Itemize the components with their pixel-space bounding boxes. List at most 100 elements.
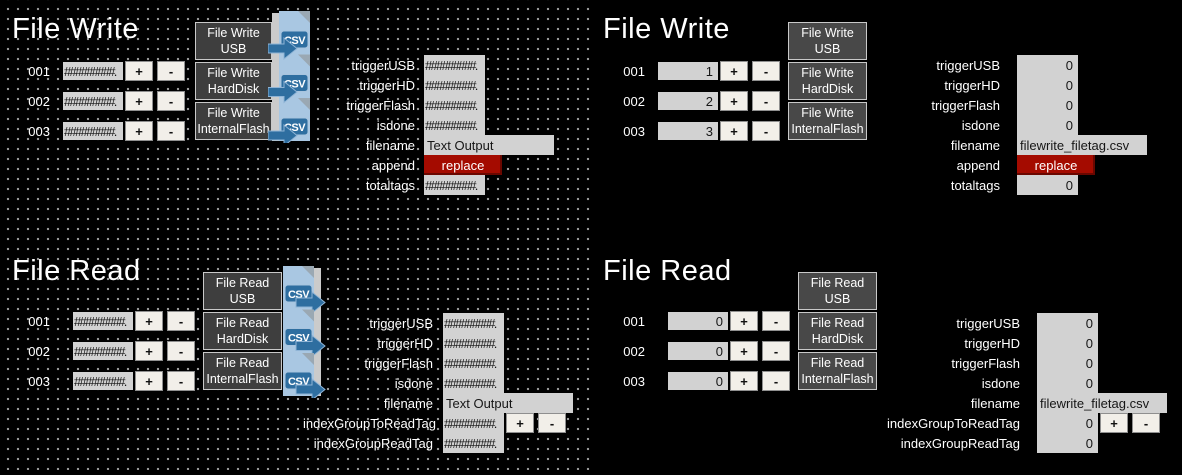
- param-label: indexGroupReadTag: [900, 435, 1020, 451]
- tag-row: 003 3 + -: [623, 121, 780, 141]
- tag-value-field[interactable]: 0: [668, 342, 728, 360]
- param-row: triggerHD #########.: [315, 75, 554, 95]
- increment-button[interactable]: +: [730, 371, 758, 391]
- filename-field: Text Output: [424, 135, 554, 155]
- param-label: triggerFlash: [931, 97, 1000, 113]
- tag-value-field[interactable]: #########.: [73, 372, 133, 390]
- file-write-internalflash-button[interactable]: File Write InternalFlash: [195, 102, 272, 140]
- tag-row-label: 001: [623, 63, 645, 79]
- param-value-field: #########.: [424, 95, 485, 115]
- file-write-usb-button[interactable]: File Write USB: [788, 22, 867, 60]
- param-label: isdone: [394, 375, 433, 391]
- param-value-field: 0: [1037, 313, 1098, 333]
- decrement-button[interactable]: -: [752, 61, 780, 81]
- increment-button[interactable]: +: [135, 371, 163, 391]
- param-row: indexGroupReadTag #########.: [303, 433, 573, 453]
- parameter-list: triggerUSB 0 triggerHD 0 triggerFlash 0 …: [890, 55, 1147, 195]
- param-value-field: #########.: [424, 175, 485, 195]
- decrement-button[interactable]: -: [752, 121, 780, 141]
- decrement-button[interactable]: -: [538, 413, 566, 433]
- tag-row: 003 #########. + -: [28, 121, 185, 141]
- decrement-button[interactable]: -: [157, 91, 185, 111]
- param-row: triggerFlash #########.: [315, 95, 554, 115]
- decrement-button[interactable]: -: [1132, 413, 1160, 433]
- decrement-button[interactable]: -: [762, 311, 790, 331]
- decrement-button[interactable]: -: [762, 371, 790, 391]
- tag-row-label: 002: [623, 343, 645, 359]
- param-row: triggerFlash 0: [885, 353, 1167, 373]
- decrement-button[interactable]: -: [157, 61, 185, 81]
- index-group-field[interactable]: 0: [1037, 413, 1098, 433]
- file-read-harddisk-button[interactable]: File Read HardDisk: [203, 312, 282, 350]
- param-row: filename Text Output: [315, 135, 554, 155]
- param-label: indexGroupToReadTag: [303, 415, 436, 431]
- file-read-internalflash-button[interactable]: File Read InternalFlash: [798, 352, 877, 390]
- param-value-field: #########.: [443, 353, 504, 373]
- param-value-field: #########.: [424, 75, 485, 95]
- tag-value-field[interactable]: 3: [658, 122, 718, 140]
- param-row: filename Text Output: [303, 393, 573, 413]
- device-buttons: File Read USB File Read HardDisk File Re…: [798, 272, 877, 392]
- increment-button[interactable]: +: [135, 341, 163, 361]
- increment-button[interactable]: +: [125, 61, 153, 81]
- replace-button[interactable]: replace: [424, 155, 502, 175]
- increment-button[interactable]: +: [720, 91, 748, 111]
- tag-value-field[interactable]: 0: [668, 312, 728, 330]
- increment-button[interactable]: +: [720, 121, 748, 141]
- param-value-field: 0: [1037, 433, 1098, 453]
- index-group-field[interactable]: #########.: [443, 413, 504, 433]
- file-read-internalflash-button[interactable]: File Read InternalFlash: [203, 352, 282, 390]
- increment-button[interactable]: +: [125, 91, 153, 111]
- increment-button[interactable]: +: [720, 61, 748, 81]
- tag-value-field[interactable]: 2: [658, 92, 718, 110]
- param-label: filename: [383, 395, 433, 411]
- param-row: isdone 0: [885, 373, 1167, 393]
- param-row: triggerFlash 0: [890, 95, 1147, 115]
- tag-rows: 001 0 + - 002 0 + - 003 0 + -: [623, 311, 790, 402]
- decrement-button[interactable]: -: [167, 311, 195, 331]
- decrement-button[interactable]: -: [752, 91, 780, 111]
- tag-row-label: 003: [623, 123, 645, 139]
- decrement-button[interactable]: -: [157, 121, 185, 141]
- file-write-panel-left: File Write 001 #########. + - 002 ######…: [0, 0, 591, 235]
- tag-row: 003 0 + -: [623, 371, 790, 391]
- file-read-usb-button[interactable]: File Read USB: [203, 272, 282, 310]
- param-row: filename filewrite_filetag.csv: [885, 393, 1167, 413]
- tag-value-field[interactable]: 1: [658, 62, 718, 80]
- decrement-button[interactable]: -: [762, 341, 790, 361]
- tag-value-field[interactable]: #########.: [63, 92, 123, 110]
- param-value-field: #########.: [424, 115, 485, 135]
- tag-value-field[interactable]: 0: [668, 372, 728, 390]
- parameter-list: triggerUSB #########. triggerHD ########…: [303, 313, 573, 453]
- increment-button[interactable]: +: [1100, 413, 1128, 433]
- tag-value-field[interactable]: #########.: [63, 122, 123, 140]
- param-label: append: [371, 157, 415, 173]
- increment-button[interactable]: +: [506, 413, 534, 433]
- decrement-button[interactable]: -: [167, 371, 195, 391]
- increment-button[interactable]: +: [730, 311, 758, 331]
- file-write-harddisk-button[interactable]: File Write HardDisk: [788, 62, 867, 100]
- param-label: triggerFlash: [951, 355, 1020, 371]
- filename-field: filewrite_filetag.csv: [1037, 393, 1167, 413]
- tag-value-field[interactable]: #########.: [73, 312, 133, 330]
- file-read-usb-button[interactable]: File Read USB: [798, 272, 877, 310]
- file-write-internalflash-button[interactable]: File Write InternalFlash: [788, 102, 867, 140]
- param-row: isdone #########.: [303, 373, 573, 393]
- param-label: triggerUSB: [369, 315, 433, 331]
- replace-button[interactable]: replace: [1017, 155, 1095, 175]
- file-write-harddisk-button[interactable]: File Write HardDisk: [195, 62, 272, 100]
- tag-row-label: 002: [28, 343, 50, 359]
- filename-field: Text Output: [443, 393, 573, 413]
- file-write-usb-button[interactable]: File Write USB: [195, 22, 272, 60]
- file-read-panel-left: File Read 001 #########. + - 002 #######…: [0, 240, 591, 475]
- file-read-harddisk-button[interactable]: File Read HardDisk: [798, 312, 877, 350]
- increment-button[interactable]: +: [125, 121, 153, 141]
- tag-value-field[interactable]: #########.: [73, 342, 133, 360]
- param-value-field: 0: [1017, 115, 1078, 135]
- decrement-button[interactable]: -: [167, 341, 195, 361]
- tag-rows: 001 1 + - 002 2 + - 003 3 + -: [623, 61, 780, 152]
- increment-button[interactable]: +: [135, 311, 163, 331]
- tag-value-field[interactable]: #########.: [63, 62, 123, 80]
- arrow-into-file-icon: [268, 80, 298, 104]
- increment-button[interactable]: +: [730, 341, 758, 361]
